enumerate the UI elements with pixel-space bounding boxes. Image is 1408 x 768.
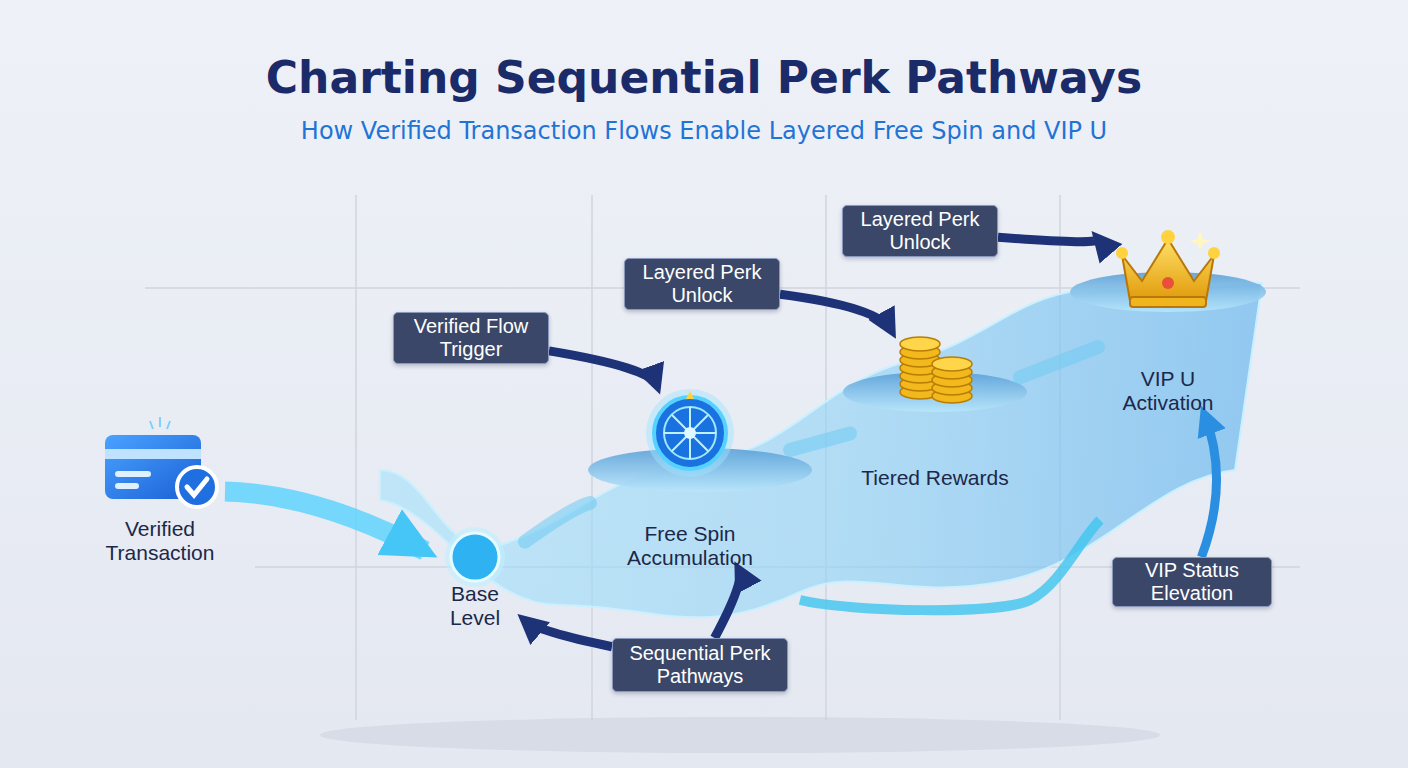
ribbon-link bbox=[1020, 347, 1098, 377]
diagram-title: Charting Sequential Perk Pathways bbox=[0, 52, 1408, 103]
callout-arrow bbox=[780, 294, 891, 330]
callout-arrow bbox=[998, 237, 1098, 242]
stage-node: Free Spin Accumulation bbox=[590, 385, 790, 570]
callout-arrow bbox=[549, 351, 657, 385]
grid-lines bbox=[145, 195, 1300, 720]
node-label: Tiered Rewards bbox=[861, 466, 1008, 490]
callout-box: Layered Perk Unlock bbox=[624, 258, 780, 310]
node-label: Free Spin Accumulation bbox=[590, 522, 790, 570]
stage-node: VIP U Activation bbox=[1098, 225, 1238, 415]
flow-arrow bbox=[225, 492, 425, 551]
callout-box: VIP Status Elevation bbox=[1112, 557, 1272, 607]
node-label: Base Level bbox=[425, 582, 525, 630]
node-label: Sequential Perk Pathways bbox=[621, 642, 779, 688]
node-label: Layered Perk Unlock bbox=[633, 261, 771, 307]
return-ribbon bbox=[800, 520, 1100, 610]
dot-icon bbox=[440, 525, 510, 591]
stage-node: Base Level bbox=[425, 525, 525, 630]
wheel-icon bbox=[640, 385, 740, 481]
node-label: VIP Status Elevation bbox=[1121, 559, 1263, 605]
callout-box: Sequential Perk Pathways bbox=[612, 638, 788, 692]
ribbon-link bbox=[790, 433, 850, 450]
stage-node: Verified Transaction bbox=[95, 415, 225, 565]
callout-box: Verified Flow Trigger bbox=[393, 312, 549, 364]
callout-arrow bbox=[715, 570, 741, 638]
subtitle: How Verified Transaction Flows Enable La… bbox=[0, 117, 1408, 145]
coins-icon bbox=[880, 330, 990, 410]
card-icon bbox=[95, 415, 225, 511]
callout-arrow bbox=[525, 621, 612, 647]
node-label: VIP U Activation bbox=[1098, 367, 1238, 415]
node-label: Verified Flow Trigger bbox=[402, 315, 540, 361]
floor-shadow bbox=[320, 717, 1160, 753]
callout-box: Layered Perk Unlock bbox=[842, 205, 998, 257]
ribbon-link bbox=[525, 503, 590, 542]
platform bbox=[843, 372, 1027, 412]
node-label: Verified Transaction bbox=[95, 517, 225, 565]
crown-icon bbox=[1108, 225, 1228, 315]
stage-node: Tiered Rewards bbox=[850, 330, 1020, 490]
node-label: Layered Perk Unlock bbox=[851, 208, 989, 254]
elevation-arrow bbox=[1201, 415, 1216, 557]
